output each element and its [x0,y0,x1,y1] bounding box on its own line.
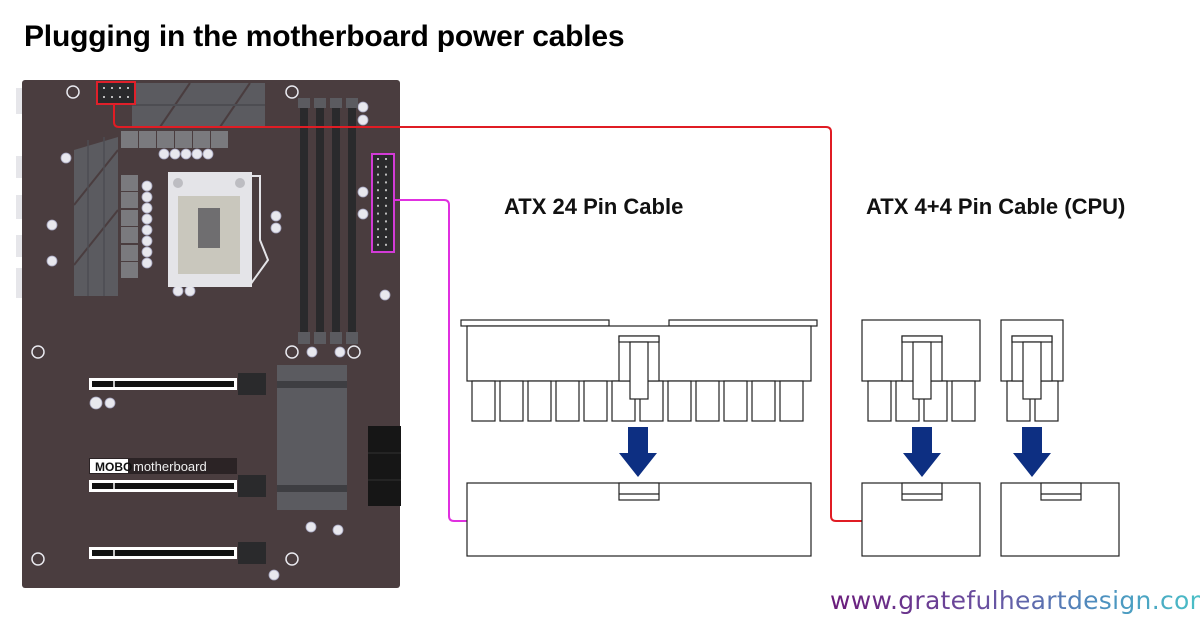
atx-24pin-socket [466,482,812,557]
header-pin [385,228,387,231]
header-pin [377,228,379,231]
atx-24pin-cable [394,199,500,522]
header-pin [377,243,379,246]
atx-pin-housing [499,380,524,422]
atx-pin-housing [723,380,748,422]
pcie-slots [89,373,266,564]
cpu-44pin-label: ATX 4+4 Pin Cable (CPU) [866,194,1126,219]
header-pin [385,158,387,160]
cpu-down-arrow-b [1013,427,1051,477]
header-pin [377,158,379,160]
screw-holes [31,85,361,566]
atx-pin-housing [555,380,580,422]
header-pin [385,220,387,223]
header-pin [377,165,379,168]
atx-down-arrow [619,427,657,477]
atx-pin-housing [471,380,496,422]
atx-24pin-header[interactable] [371,153,395,253]
header-pin [377,181,379,184]
header-pin [377,173,379,176]
cpu-power-cable [113,104,877,522]
mobo-logo-text: motherboard [133,459,207,474]
cpu-4pin-socket-b [1000,482,1120,557]
sata-ports [368,426,401,506]
atx-pin-housing [751,380,776,422]
header-pin [377,189,379,192]
header-pin [385,243,387,246]
atx-24pin-plug [460,319,818,422]
cpu-down-arrow-a [903,427,941,477]
cpu-socket [168,172,270,287]
website-link[interactable]: www.gratefulheartdesign.com [830,586,1200,615]
header-pin [385,189,387,192]
atx-pin-housing [667,380,692,422]
vrm-heatsink-left [74,137,118,296]
header-pin [377,220,379,223]
header-pin [377,197,379,199]
header-pin [385,236,387,238]
header-pin [385,181,387,184]
atx-pin-housing [695,380,720,422]
cpu-power-header[interactable] [96,81,136,105]
header-pin [385,165,387,168]
header-pin [377,204,379,207]
header-pin [377,236,379,238]
ram-slots [300,100,356,340]
mobo-logo-badge: MOBO [95,460,132,474]
header-pin [385,197,387,199]
atx-pin-housing [583,380,608,422]
atx-pin-housing [779,380,804,422]
page-title: Plugging in the motherboard power cables [24,20,625,53]
cpu-4pin-socket-a [861,482,981,557]
cpu-4pin-plug-b [1000,319,1064,422]
header-pin [377,212,379,215]
header-pin [385,204,387,207]
motherboard: MOBO motherboard [16,80,401,588]
header-pin [385,173,387,176]
atx-24pin-label: ATX 24 Pin Cable [504,194,684,219]
cpu-4pin-plug-a [861,319,981,422]
header-pin [385,212,387,215]
atx-pin-housing [527,380,552,422]
